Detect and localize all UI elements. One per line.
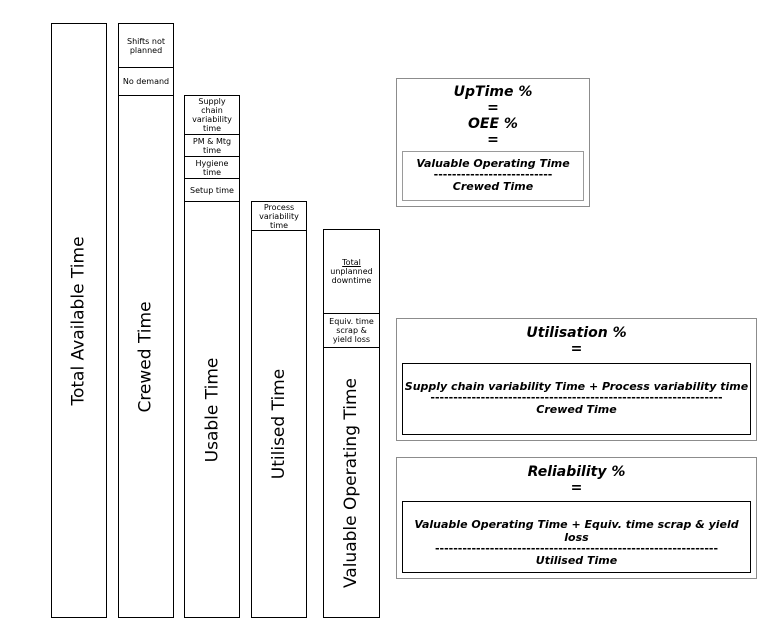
valuable-operating-time-area: Valuable Operating Time [324, 348, 379, 617]
uptime-denominator: Crewed Time [452, 180, 534, 193]
utilised-time-label: Utilised Time [269, 368, 289, 480]
oee-title: OEE % [468, 116, 518, 132]
supply-chain-variability-label: Supply chain variability time [192, 97, 232, 133]
bar-crewed-time: Shifts not planned No demand Crewed Time [118, 23, 174, 618]
valuable-operating-time-label: Valuable Operating Time [341, 377, 362, 588]
bar-total-available-time: Total Available Time [51, 23, 107, 618]
uptime-title: UpTime % [453, 84, 533, 100]
bar-valuable-operating-time: Total unplanned downtime Equiv. time scr… [323, 229, 380, 618]
uptime-equals-1: = [487, 100, 499, 116]
uptime-divider: -------------------------- [433, 170, 553, 180]
utilisation-title: Utilisation % [526, 325, 627, 341]
segment-no-demand: No demand [119, 68, 173, 96]
reliability-denominator: Utilised Time [535, 554, 618, 567]
reliability-divider: ----------------------------------------… [434, 544, 719, 554]
uptime-formula-box: UpTime % = OEE % = Valuable Operating Ti… [396, 78, 590, 207]
hygiene-label: Hygiene time [195, 158, 229, 177]
utilised-time-area: Utilised Time [252, 231, 306, 617]
reliability-numerator: Valuable Operating Time + Equiv. time sc… [414, 518, 739, 544]
utilisation-equals: = [570, 341, 583, 357]
crewed-time-area: Crewed Time [119, 96, 173, 617]
shifts-not-planned-label: Shifts not planned [127, 36, 165, 55]
crewed-time-label: Crewed Time [136, 300, 157, 413]
usable-time-label: Usable Time [202, 357, 223, 462]
no-demand-label: No demand [122, 77, 170, 86]
utilisation-fraction: Supply chain variability Time + Process … [402, 363, 751, 435]
total-word-label: Total [342, 258, 361, 267]
segment-setup: Setup time [185, 179, 239, 202]
equiv-scrap-yield-loss-label: Equiv. time scrap & yield loss [329, 317, 374, 344]
pm-mtg-label: PM & Mtg time [192, 136, 232, 155]
usable-time-area: Usable Time [185, 202, 239, 617]
setup-label: Setup time [190, 185, 234, 195]
utilisation-numerator: Supply chain variability Time + Process … [404, 380, 749, 393]
bar-utilised-time: Process variability time Utilised Time [251, 201, 307, 618]
process-variability-label: Process variability time [259, 202, 299, 230]
uptime-numerator: Valuable Operating Time [416, 157, 570, 170]
total-available-time-label: Total Available Time [69, 235, 89, 406]
segment-shifts-not-planned: Shifts not planned [119, 24, 173, 68]
utilisation-denominator: Crewed Time [536, 403, 617, 416]
reliability-fraction: Valuable Operating Time + Equiv. time sc… [402, 501, 751, 573]
utilisation-formula-box: Utilisation % = Supply chain variability… [396, 318, 757, 441]
segment-equiv-scrap-yield-loss: Equiv. time scrap & yield loss [324, 314, 379, 348]
bar-usable-time: Supply chain variability time PM & Mtg t… [184, 95, 240, 618]
total-available-time-area: Total Available Time [52, 24, 106, 617]
unplanned-downtime-label: unplanned downtime [330, 267, 373, 285]
utilisation-divider: ----------------------------------------… [430, 393, 723, 403]
segment-pm-mtg: PM & Mtg time [185, 135, 239, 157]
segment-supply-chain-variability: Supply chain variability time [185, 96, 239, 135]
uptime-fraction: Valuable Operating Time ----------------… [402, 151, 584, 201]
reliability-equals: = [570, 480, 583, 496]
segment-total-unplanned-downtime: Total unplanned downtime [324, 230, 379, 314]
reliability-title: Reliability % [527, 464, 626, 480]
uptime-equals-2: = [487, 132, 499, 148]
reliability-formula-box: Reliability % = Valuable Operating Time … [396, 457, 757, 579]
segment-hygiene: Hygiene time [185, 157, 239, 179]
segment-process-variability: Process variability time [252, 202, 306, 231]
